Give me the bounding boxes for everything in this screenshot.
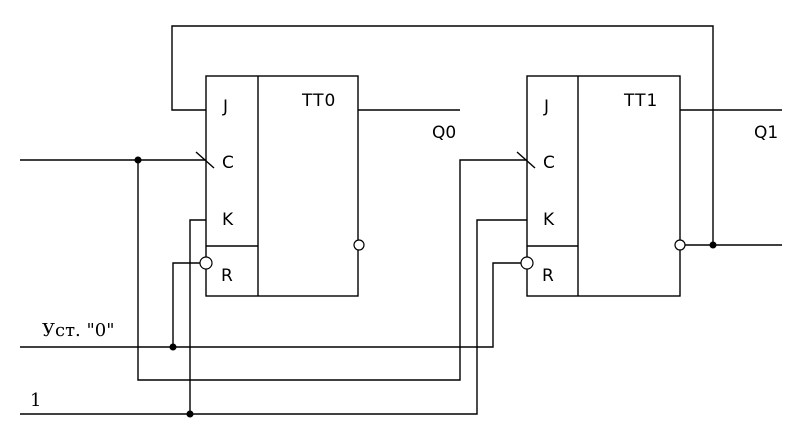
- tt1-pin-r: R: [542, 266, 554, 286]
- reset-line-wire: [20, 262, 521, 348]
- tt0-pin-j: J: [222, 97, 228, 117]
- flipflop-tt0: J C K R TT0: [195, 75, 365, 297]
- tt1-inverted-reset: [520, 256, 534, 270]
- reset-junction: [169, 343, 177, 351]
- reset-label: Уст. "0": [42, 320, 115, 341]
- tt0-pin-k: K: [222, 210, 234, 230]
- one-label: 1: [30, 390, 41, 411]
- q0-label: Q0: [432, 123, 456, 143]
- tt0-inverted-reset: [199, 256, 213, 270]
- tt1-inverted-output: [674, 239, 686, 251]
- q1-label: Q1: [754, 123, 778, 143]
- clock-junction: [134, 156, 142, 164]
- one-junction: [186, 410, 194, 418]
- tt0-pin-r: R: [221, 266, 233, 286]
- reset-to-tt0-wire: [172, 262, 200, 347]
- tt1-pin-c: C: [543, 153, 555, 173]
- one-to-tt0-k-wire: [189, 219, 206, 414]
- wiring: [20, 25, 782, 418]
- tt0-name: TT0: [301, 91, 336, 111]
- tt1-name: TT1: [623, 91, 658, 111]
- tt1-pin-k: K: [543, 210, 555, 230]
- tt1-body: [526, 75, 681, 297]
- feedback-wire: [171, 25, 714, 245]
- tt0-pin-c: C: [222, 153, 234, 173]
- tt1-pin-j: J: [543, 97, 549, 117]
- tt0-inverted-output: [353, 239, 365, 251]
- one-line-wire: [20, 219, 527, 415]
- flipflop-tt1: J C K R TT1: [516, 75, 686, 297]
- tt0-body: [205, 75, 359, 297]
- clock-to-tt1-wire: [137, 159, 527, 381]
- feedback-junction: [709, 241, 717, 249]
